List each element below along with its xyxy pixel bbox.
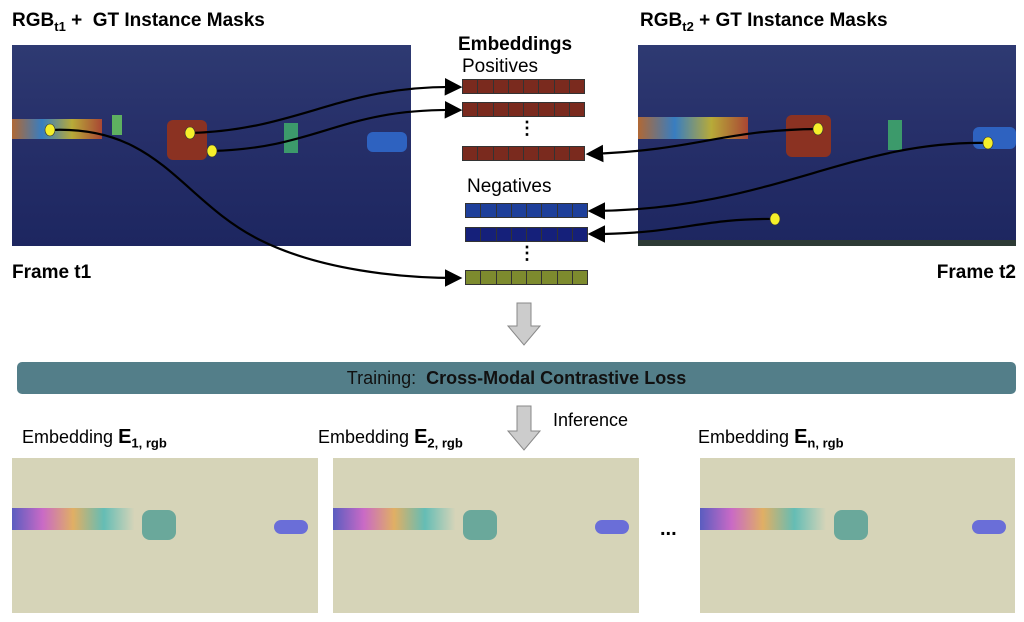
negatives-ellipsis: ⋮ (518, 243, 536, 263)
negatives-label: Negatives (467, 176, 552, 197)
embedding-2-label: Embedding E2, rgb (318, 426, 463, 451)
point-marker (206, 144, 218, 158)
embedding-n-label: Embedding En, rgb (698, 426, 844, 451)
frame-t2-image (638, 45, 1016, 246)
embeddings-title: Embeddings (458, 34, 573, 55)
left-title: RGBt1 + GT Instance Masks (12, 10, 265, 34)
training-prefix: Training: (346, 367, 417, 388)
embedding-n-image (700, 458, 1015, 613)
right-title: RGBt2 + GT Instance Masks (640, 10, 888, 34)
inference-arrow-icon (506, 405, 542, 451)
training-loss-banner: Training: Cross-Modal Contrastive Loss (17, 362, 1016, 394)
outputs-ellipsis: ... (660, 518, 677, 540)
point-marker (812, 122, 824, 136)
positive-embedding-bar (462, 79, 585, 94)
point-marker (982, 136, 994, 150)
inference-label: Inference (553, 410, 629, 430)
correspondence-arrows (44, 77, 994, 287)
negative-embedding-bar (465, 270, 588, 285)
down-arrow-icon (506, 302, 542, 346)
point-marker (184, 126, 196, 140)
training-loss-label: Cross-Modal Contrastive Loss (426, 367, 687, 388)
embedding-1-label: Embedding E1, rgb (22, 426, 167, 451)
positives-ellipsis: ⋮ (518, 118, 536, 138)
positive-embedding-bar (462, 146, 585, 161)
point-marker (44, 123, 56, 137)
frame-t1-caption: Frame t1 (12, 262, 92, 283)
negative-embedding-bar (465, 203, 588, 218)
embedding-1-image (12, 458, 318, 613)
point-marker (769, 212, 781, 226)
frame-t2-caption: Frame t2 (936, 262, 1016, 283)
positive-embedding-bar (462, 102, 585, 117)
negative-embedding-bar (465, 227, 588, 242)
positives-label: Positives (462, 56, 539, 77)
embedding-2-image (333, 458, 639, 613)
